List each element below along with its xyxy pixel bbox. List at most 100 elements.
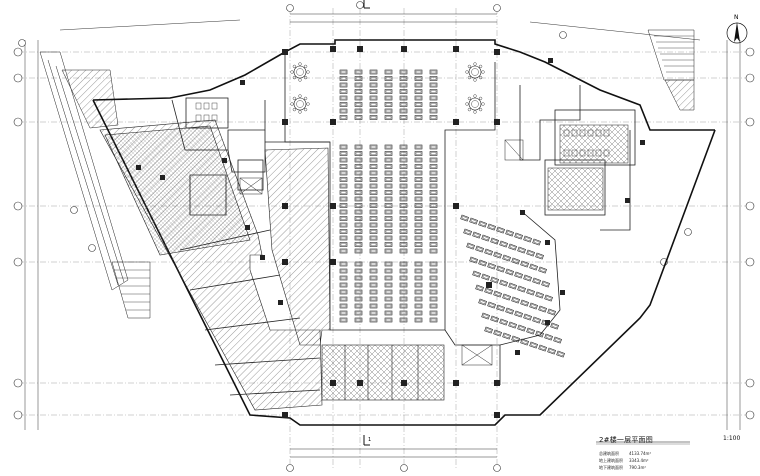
seat [399, 170, 408, 176]
seat [475, 284, 484, 292]
section-marks [363, 0, 370, 446]
seat [339, 196, 348, 202]
seat [429, 76, 438, 81]
seat [429, 157, 438, 163]
seat [553, 336, 562, 344]
seat [414, 275, 423, 281]
seat [399, 144, 408, 150]
seat [535, 252, 544, 260]
seat [384, 242, 393, 247]
seat [429, 203, 438, 208]
seat [339, 268, 348, 274]
seat [339, 248, 348, 254]
seat [414, 177, 423, 182]
seat [466, 242, 475, 250]
seat [369, 203, 378, 208]
seat [429, 190, 438, 195]
seat [339, 303, 348, 309]
seat [354, 248, 363, 254]
seat [511, 335, 520, 343]
seat [414, 209, 423, 215]
seat [384, 216, 393, 221]
seat [384, 89, 393, 94]
seat [384, 115, 393, 120]
seat [429, 216, 438, 221]
seat [414, 95, 423, 101]
seat [484, 248, 493, 256]
seat [505, 307, 514, 315]
seat [369, 303, 378, 309]
building-outline [92, 39, 716, 426]
seat [429, 115, 438, 120]
seat [354, 216, 363, 221]
seat [369, 170, 378, 176]
seat [369, 190, 378, 195]
seat [369, 275, 378, 281]
seat [399, 310, 408, 316]
seat [339, 76, 348, 81]
seat [354, 170, 363, 176]
seat [496, 226, 505, 234]
seat [384, 82, 393, 88]
auditorium-seating-angled [460, 214, 565, 358]
seat [399, 229, 408, 234]
seat [384, 95, 393, 101]
seat [414, 69, 423, 75]
seat [369, 108, 378, 114]
seat [414, 216, 423, 221]
seat [399, 196, 408, 202]
seat [399, 296, 408, 302]
seat [354, 275, 363, 281]
seat [414, 108, 423, 114]
seat [538, 344, 547, 352]
seat [414, 76, 423, 81]
seat [414, 89, 423, 94]
seat [508, 243, 517, 251]
seat [339, 275, 348, 281]
seat [502, 293, 511, 301]
seat [369, 248, 378, 254]
seat [414, 102, 423, 107]
seat [526, 288, 535, 296]
seat [399, 303, 408, 309]
seat [339, 222, 348, 228]
seat [490, 315, 499, 323]
stair-core [239, 139, 524, 366]
north-label: N [734, 14, 739, 21]
seat [478, 298, 487, 306]
seat [354, 151, 363, 156]
seat [523, 274, 532, 282]
seat [399, 157, 408, 163]
seat [369, 196, 378, 202]
seat [414, 190, 423, 195]
seat [339, 170, 348, 176]
seat [429, 229, 438, 234]
seat [429, 108, 438, 114]
seat [354, 261, 363, 267]
seat [514, 232, 523, 240]
seat [369, 183, 378, 189]
seat [369, 296, 378, 302]
seat [414, 235, 423, 241]
seat [487, 223, 496, 231]
seat [414, 242, 423, 247]
seat [429, 89, 438, 94]
seat [414, 310, 423, 316]
seat [399, 115, 408, 120]
seat [384, 144, 393, 150]
seat [384, 268, 393, 274]
seat [339, 82, 348, 88]
seat [369, 115, 378, 120]
seat [384, 248, 393, 254]
seat [339, 203, 348, 208]
stat-value: 3343.4m² [629, 458, 649, 463]
seat [429, 242, 438, 247]
seat [354, 89, 363, 94]
seat [460, 214, 469, 222]
seat [369, 261, 378, 267]
seat [414, 248, 423, 254]
seat [369, 89, 378, 94]
seat [517, 246, 526, 254]
seat [429, 222, 438, 228]
seat [475, 245, 484, 253]
